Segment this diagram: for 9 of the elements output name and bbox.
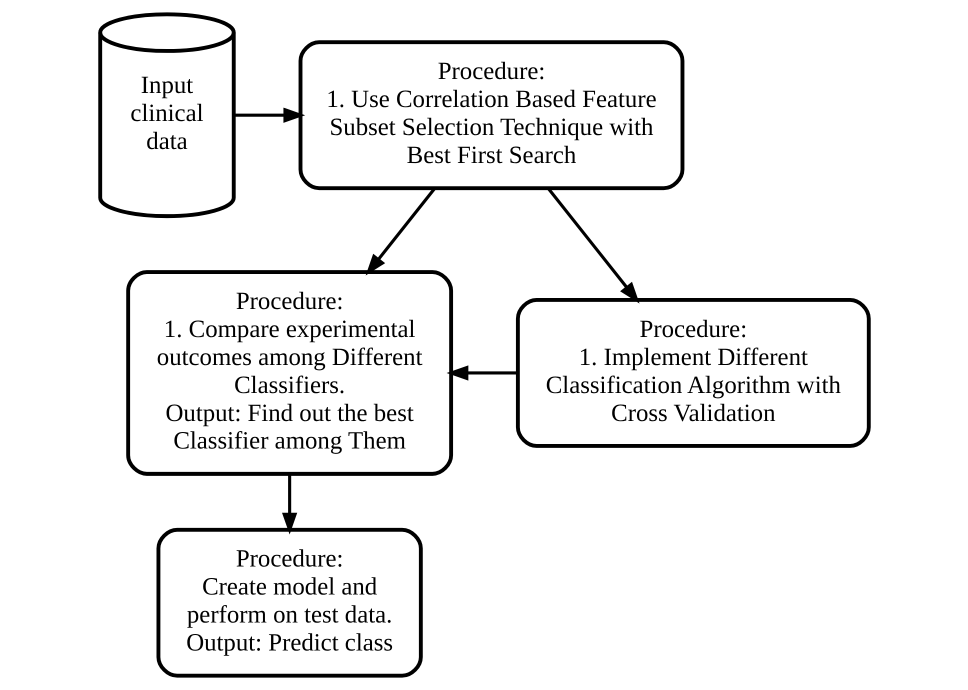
- arrow: [546, 187, 640, 304]
- node-box: Procedure: 1. Compare experimental outcomes among Different Classifiers. Output: Find out the best Classifier among Them: [126, 270, 453, 476]
- arrow: [365, 187, 436, 276]
- node-box: Procedure: Create model and perform on test data. Output: Predict class: [156, 528, 422, 678]
- arrow: [282, 474, 297, 534]
- arrow: [234, 108, 305, 123]
- node-box: Procedure: 1. Implement Different Classification Algorithm with Cross Validation: [515, 298, 870, 448]
- arrow: [446, 365, 517, 381]
- node-box: Procedure: 1. Use Correlation Based Feature Subset Selection Technique with Best First Search: [298, 40, 684, 190]
